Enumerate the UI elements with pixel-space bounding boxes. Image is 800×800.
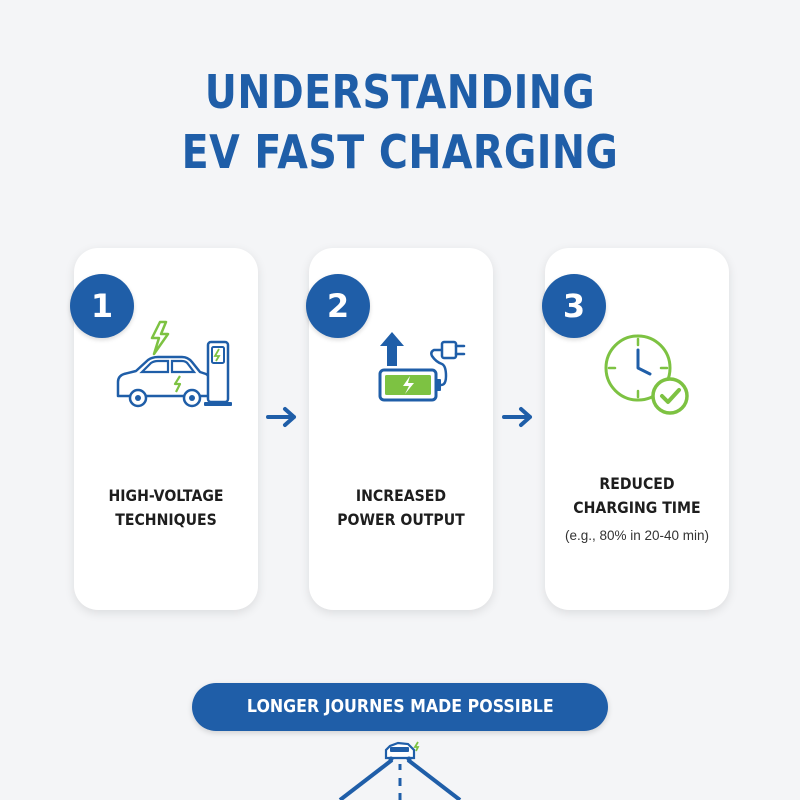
battery-plug-icon [378, 332, 466, 402]
ev-car-charging-station-icon [116, 320, 232, 408]
title-line-2: EV FAST CHARGING [181, 125, 619, 179]
step-badge-2: 2 [306, 274, 370, 338]
step-label-2: INCREASED POWER OUTPUT [337, 486, 465, 529]
arrow-right-icon [266, 407, 296, 427]
page-title: UNDERSTANDING EV FAST CHARGING [56, 62, 744, 182]
step-badge-1: 1 [70, 274, 134, 338]
step-label-3: REDUCED CHARGING TIME [573, 474, 701, 517]
step-badge-3: 3 [542, 274, 606, 338]
title-line-1: UNDERSTANDING [204, 65, 596, 119]
step-note-3: (e.g., 80% in 20-40 min) [564, 528, 710, 543]
clock-check-icon [604, 334, 689, 415]
footer-banner-text: LONGER JOURNES MADE POSSIBLE [246, 696, 554, 717]
arrow-right-icon [502, 407, 532, 427]
car-on-road-icon [338, 741, 462, 800]
step-label-1: HIGH-VOLTAGE TECHNIQUES [108, 486, 224, 529]
footer-banner: LONGER JOURNES MADE POSSIBLE [192, 683, 608, 731]
